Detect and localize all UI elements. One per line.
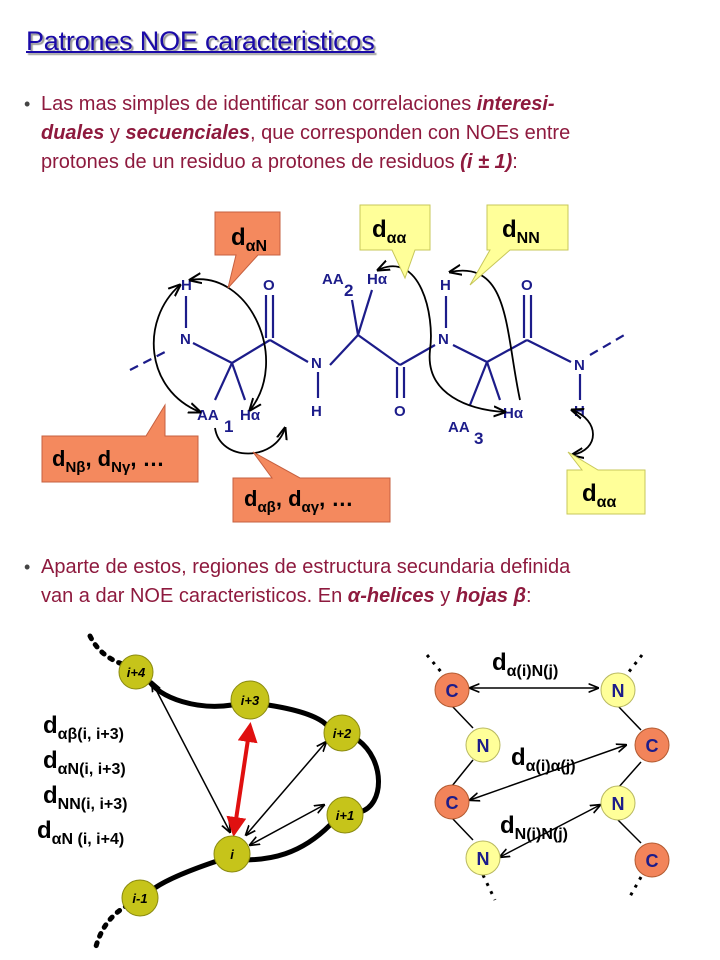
sheet-atom-c: C [646, 736, 659, 756]
helix-node-i+3: i+3 [241, 693, 260, 708]
svg-text:dNN: dNN [502, 216, 540, 247]
atom-o: O [394, 403, 406, 420]
svg-text:dαβ, dαγ, …: dαβ, dαγ, … [244, 486, 353, 516]
svg-text:dαβ(i, i+3): dαβ(i, i+3) [43, 712, 124, 743]
helix-nodes: i+4 i+3 i+2 i+1 i i-1 [118, 654, 364, 917]
atom-aa3: AA [448, 419, 470, 436]
callout-daa-top: dαα [359, 204, 431, 280]
sheet-labels: dα(i)N(j) dα(i)α(j) dN(i)N(j) [492, 649, 576, 843]
sheet-nodes: C N N C C N N C [434, 672, 670, 878]
sheet-atom-n: N [612, 794, 625, 814]
sheet-atom-c: C [446, 681, 459, 701]
svg-text:dαN(i, i+3): dαN(i, i+3) [43, 747, 126, 778]
callout-daa-bottom: dαα [566, 451, 646, 515]
atom-o: O [521, 277, 533, 294]
svg-text:dNβ, dNγ, …: dNβ, dNγ, … [52, 446, 165, 476]
atom-aa1: AA [197, 407, 219, 424]
svg-text:dαN: dαN [231, 224, 267, 255]
sheet-atom-n: N [612, 681, 625, 701]
helix-node-i-1: i-1 [132, 891, 147, 906]
bullet-secondary: • Aparte de estos, regiones de estructur… [24, 553, 689, 611]
bullet-intro: • Las mas simples de identificar son cor… [24, 90, 684, 177]
atom-aa1-sub: 1 [224, 417, 233, 436]
bullet-dot: • [24, 94, 31, 114]
sheet-noe-arrows [470, 688, 626, 857]
atom-n: N [438, 331, 449, 348]
svg-text:dα(i)α(j): dα(i)α(j) [511, 744, 576, 775]
helix-node-i: i [230, 847, 234, 862]
svg-text:dNN(i, i+3): dNN(i, i+3) [43, 782, 127, 813]
atom-ha: Hα [367, 271, 388, 288]
bullet-intro-text: Las mas simples de identificar son corre… [41, 93, 571, 173]
atom-aa2-sub: 2 [344, 281, 353, 300]
atom-h: H [311, 403, 322, 420]
helix-node-i+4: i+4 [127, 665, 146, 680]
callout-daN: dαN [214, 211, 281, 289]
svg-text:dα(i)N(j): dα(i)N(j) [492, 649, 558, 680]
sheet-atom-n: N [477, 736, 490, 756]
atom-aa3-sub: 3 [474, 429, 483, 448]
sheet-atom-n: N [477, 849, 490, 869]
helix-noe-arrows [152, 682, 326, 845]
svg-text:dN(i)N(j): dN(i)N(j) [500, 812, 568, 843]
bullet-secondary-text: Aparte de estos, regiones de estructura … [41, 556, 571, 607]
atom-n: N [574, 357, 585, 374]
callout-dNb: dNβ, dNγ, … [41, 403, 199, 483]
sheet-atom-c: C [446, 793, 459, 813]
bullet-dot: • [24, 557, 31, 577]
callout-dab: dαβ, dαγ, … [232, 451, 391, 523]
peptide-backbone [129, 289, 627, 406]
helix-daN-i-i3-arrow [226, 722, 258, 837]
sheet-atom-c: C [646, 851, 659, 871]
noe-arrows [152, 266, 594, 455]
callout-dNN: dNN [469, 204, 569, 286]
atom-n: N [311, 355, 322, 372]
atom-ha: Hα [503, 405, 524, 422]
helix-node-i+2: i+2 [333, 726, 352, 741]
svg-text:dαα: dαα [582, 480, 617, 511]
svg-text:dαα: dαα [372, 216, 407, 247]
page-title: Patrones NOE caracteristicos [26, 26, 375, 56]
helix-node-i+1: i+1 [336, 808, 354, 823]
atom-n: N [180, 331, 191, 348]
svg-text:dαN (i, i+4): dαN (i, i+4) [37, 817, 124, 848]
atom-aa2: AA [322, 271, 344, 288]
atom-h: H [440, 277, 451, 294]
helix-labels: dαβ(i, i+3) dαN(i, i+3) dNN(i, i+3) dαN … [37, 712, 127, 848]
atom-o: O [263, 277, 275, 294]
